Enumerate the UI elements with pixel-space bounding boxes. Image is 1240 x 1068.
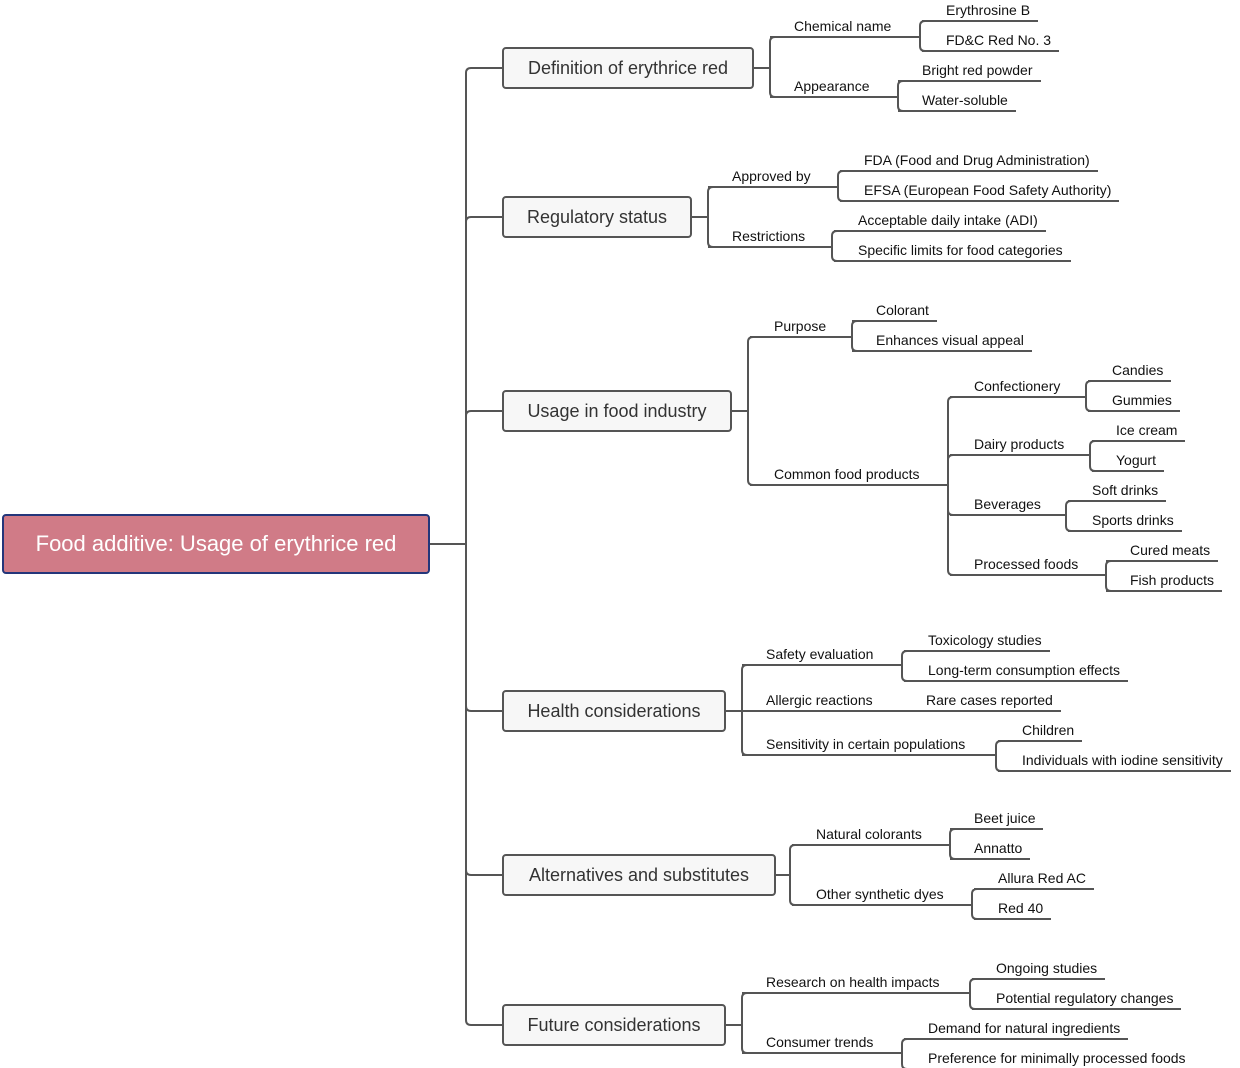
branch-label: Definition of erythrice red [527, 57, 729, 78]
connector-line [465, 216, 502, 223]
branch-label: Usage in food industry [527, 400, 707, 421]
topic-erythrosine-b[interactable]: Erythrosine B [946, 2, 1031, 18]
branch-label: Health considerations [527, 700, 701, 721]
branch-label: Regulatory status [526, 206, 668, 227]
topic-fish-products[interactable]: Fish products [1130, 572, 1215, 588]
topic-adi[interactable]: Acceptable daily intake (ADI) [858, 212, 1038, 228]
topic-dairy-products[interactable]: Dairy products [974, 436, 1065, 452]
topic-iodine-sensitivity[interactable]: Individuals with iodine sensitivity [1022, 752, 1223, 768]
topic-enhances-visual-appeal[interactable]: Enhances visual appeal [876, 332, 1024, 348]
topic-fda[interactable]: FDA (Food and Drug Administration) [864, 152, 1090, 168]
topic-fdc-red-no-3[interactable]: FD&C Red No. 3 [946, 32, 1052, 48]
topic-chemical-name[interactable]: Chemical name [794, 18, 892, 34]
topic-minimally-processed-foods[interactable]: Preference for minimally processed foods [928, 1050, 1186, 1066]
connector-line [465, 67, 502, 74]
branch-definition[interactable]: Definition of erythrice red [502, 47, 754, 89]
topic-gummies[interactable]: Gummies [1112, 392, 1172, 408]
branch-usage-in-food-industry[interactable]: Usage in food industry [502, 390, 732, 432]
topic-toxicology-studies[interactable]: Toxicology studies [928, 632, 1042, 648]
topic-long-term-effects[interactable]: Long-term consumption effects [928, 662, 1120, 678]
root-node-label: Food additive: Usage of erythrice red [35, 531, 397, 556]
branch-label: Alternatives and substitutes [528, 864, 750, 885]
topic-colorant[interactable]: Colorant [876, 302, 929, 318]
topic-water-soluble[interactable]: Water-soluble [922, 92, 1008, 108]
branch-health-considerations[interactable]: Health considerations [502, 690, 726, 732]
topic-demand-natural-ingredients[interactable]: Demand for natural ingredients [928, 1020, 1121, 1036]
connector-line [901, 1063, 908, 1068]
topic-common-food-products[interactable]: Common food products [774, 466, 920, 482]
branch-label: Future considerations [527, 1014, 701, 1035]
topic-other-synthetic-dyes[interactable]: Other synthetic dyes [816, 886, 944, 902]
topic-confectionery[interactable]: Confectionery [974, 378, 1061, 394]
topic-ongoing-studies[interactable]: Ongoing studies [996, 960, 1098, 976]
topic-children[interactable]: Children [1022, 722, 1075, 738]
branch-alternatives[interactable]: Alternatives and substitutes [502, 854, 776, 896]
topic-soft-drinks[interactable]: Soft drinks [1092, 482, 1159, 498]
topic-restrictions[interactable]: Restrictions [732, 228, 806, 244]
topic-allergic-reactions[interactable]: Allergic reactions [766, 692, 873, 708]
topic-beet-juice[interactable]: Beet juice [974, 810, 1036, 826]
connector-line [465, 1019, 502, 1026]
topic-sports-drinks[interactable]: Sports drinks [1092, 512, 1174, 528]
topic-research-health-impacts[interactable]: Research on health impacts [766, 974, 940, 990]
topic-rare-cases-reported[interactable]: Rare cases reported [926, 692, 1053, 708]
topic-safety-evaluation[interactable]: Safety evaluation [766, 646, 874, 662]
topic-ice-cream[interactable]: Ice cream [1116, 422, 1178, 438]
topic-efsa[interactable]: EFSA (European Food Safety Authority) [864, 182, 1112, 198]
branch-regulatory-status[interactable]: Regulatory status [502, 196, 692, 238]
topic-processed-foods[interactable]: Processed foods [974, 556, 1079, 572]
topic-annatto[interactable]: Annatto [974, 840, 1023, 856]
topic-appearance[interactable]: Appearance [794, 78, 870, 94]
topic-potential-regulatory-changes[interactable]: Potential regulatory changes [996, 990, 1174, 1006]
connector-line [465, 410, 502, 417]
topic-yogurt[interactable]: Yogurt [1116, 452, 1156, 468]
branch-future-considerations[interactable]: Future considerations [502, 1004, 726, 1046]
topic-allura-red-ac[interactable]: Allura Red AC [998, 870, 1086, 886]
topic-cured-meats[interactable]: Cured meats [1130, 542, 1211, 558]
topic-sensitivity-populations[interactable]: Sensitivity in certain populations [766, 736, 966, 752]
root-node[interactable]: Food additive: Usage of erythrice red [2, 514, 430, 574]
topic-approved-by[interactable]: Approved by [732, 168, 811, 184]
topic-candies[interactable]: Candies [1112, 362, 1164, 378]
topic-consumer-trends[interactable]: Consumer trends [766, 1034, 874, 1050]
topic-specific-limits[interactable]: Specific limits for food categories [858, 242, 1063, 258]
topic-bright-red-powder[interactable]: Bright red powder [922, 62, 1033, 78]
connector-line [465, 705, 502, 712]
topic-purpose[interactable]: Purpose [774, 318, 827, 334]
topic-natural-colorants[interactable]: Natural colorants [816, 826, 922, 842]
topic-red-40[interactable]: Red 40 [998, 900, 1044, 916]
topic-beverages[interactable]: Beverages [974, 496, 1041, 512]
connector-line [465, 869, 502, 876]
